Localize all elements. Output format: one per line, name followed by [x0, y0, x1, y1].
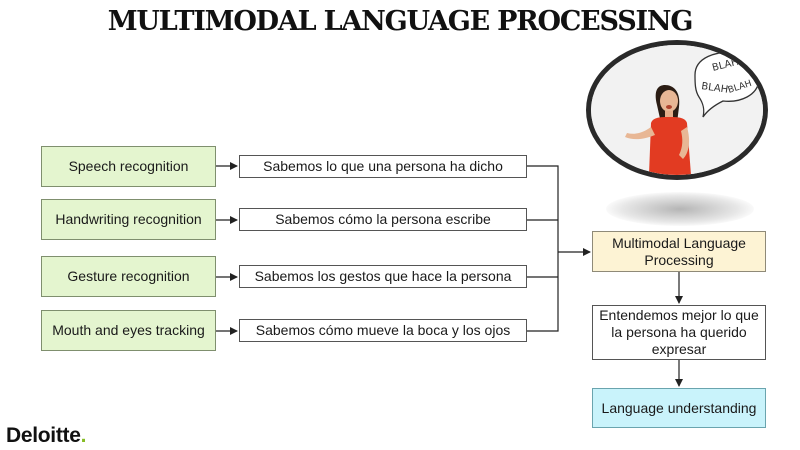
source-mouth-eyes-tracking: Mouth and eyes tracking	[41, 310, 216, 351]
speaker-illustration: BLAH BLAH BLAH	[586, 40, 768, 180]
logo-dot: .	[80, 424, 87, 447]
woman-figure-icon	[625, 85, 691, 175]
source-gesture-recognition: Gesture recognition	[41, 256, 216, 297]
result-tracking: Sabemos cómo mueve la boca y los ojos	[239, 319, 527, 342]
page-title: MULTIMODAL LANGUAGE PROCESSING	[107, 6, 694, 37]
deloitte-logo: Deloitte.	[6, 424, 86, 448]
source-speech-recognition: Speech recognition	[41, 146, 216, 187]
bubble-word-2: BLAH	[701, 81, 729, 96]
result-speech: Sabemos lo que una persona ha dicho	[239, 155, 527, 178]
logo-text: Deloitte	[6, 424, 81, 447]
multimodal-processing-box: Multimodal Language Processing	[592, 231, 766, 272]
understanding-box: Entendemos mejor lo que la persona ha qu…	[592, 305, 766, 360]
result-handwriting: Sabemos cómo la persona escribe	[239, 208, 527, 231]
merge-bracket	[527, 165, 559, 332]
illustration-shadow	[606, 192, 754, 226]
language-understanding-box: Language understanding	[592, 388, 766, 428]
source-handwriting-recognition: Handwriting recognition	[41, 199, 216, 240]
result-gesture: Sabemos los gestos que hace la persona	[239, 265, 527, 288]
